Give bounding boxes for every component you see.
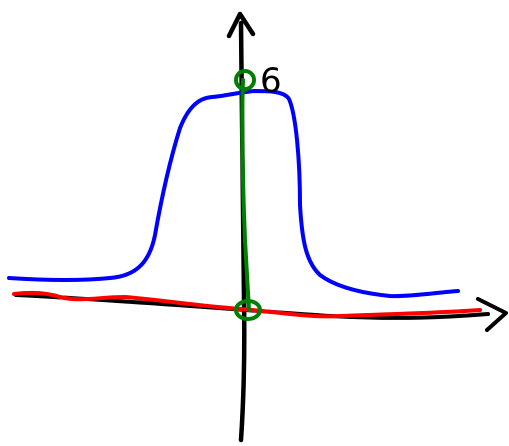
x-axis-arrowhead [476,297,508,332]
green-bottom-circle [234,299,262,321]
bell-curve [7,89,460,299]
green-top-circle [234,69,256,91]
green-vertical-segment [240,78,251,312]
y-axis-arrowhead [226,11,256,39]
green-marker [234,69,262,321]
y-axis [226,11,256,443]
red-baseline [12,290,482,319]
peak-value-label: 6 [260,61,282,101]
